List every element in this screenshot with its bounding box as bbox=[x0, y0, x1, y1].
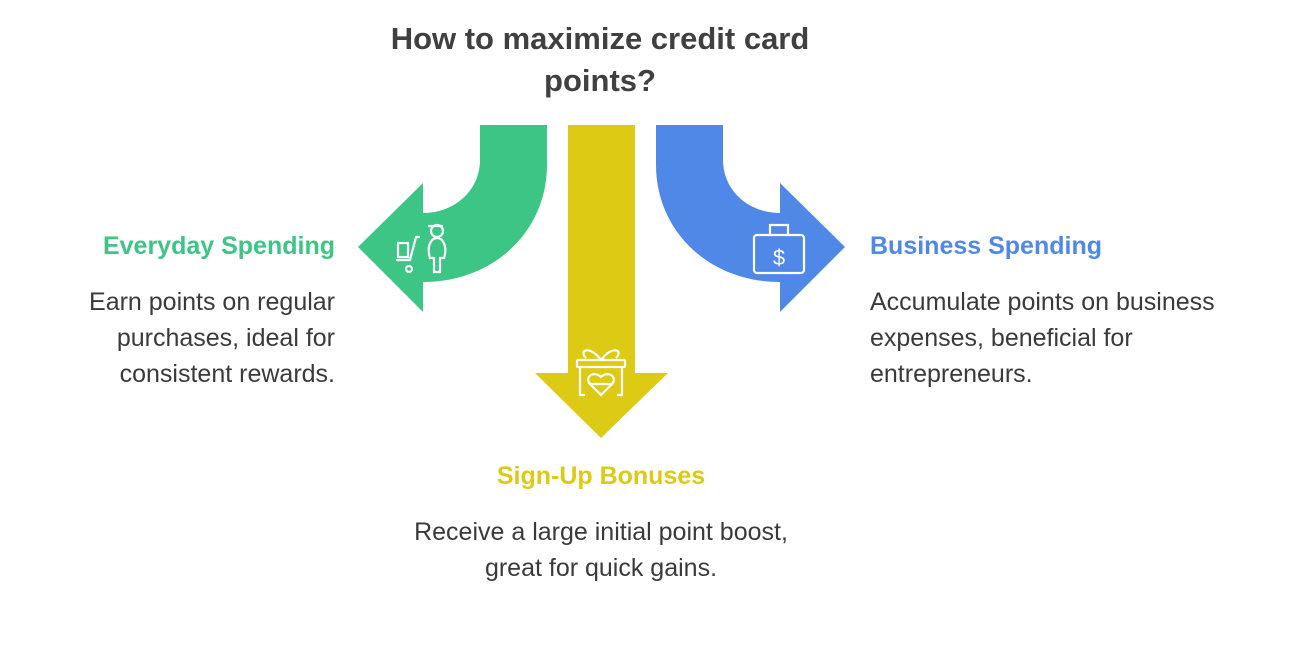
briefcase-dollar-icon: $ bbox=[752, 223, 806, 275]
diagram-title: How to maximize credit card points? bbox=[390, 21, 810, 98]
svg-text:$: $ bbox=[773, 245, 785, 270]
business-description: Accumulate points on business expenses, … bbox=[870, 288, 1215, 388]
signup-heading: Sign-Up Bonuses bbox=[496, 462, 706, 490]
signup-description: Receive a large initial point boost, gre… bbox=[414, 518, 788, 582]
everyday-description: Earn points on regular purchases, ideal … bbox=[89, 288, 335, 388]
business-arrow: $ bbox=[656, 125, 845, 312]
business-heading: Business Spending bbox=[870, 232, 1102, 260]
gift-heart-icon bbox=[575, 349, 627, 397]
signup-arrow bbox=[535, 125, 668, 438]
shopping-cart-person-icon bbox=[396, 223, 447, 274]
everyday-heading: Everyday Spending bbox=[102, 232, 335, 260]
everyday-arrow bbox=[358, 125, 547, 312]
